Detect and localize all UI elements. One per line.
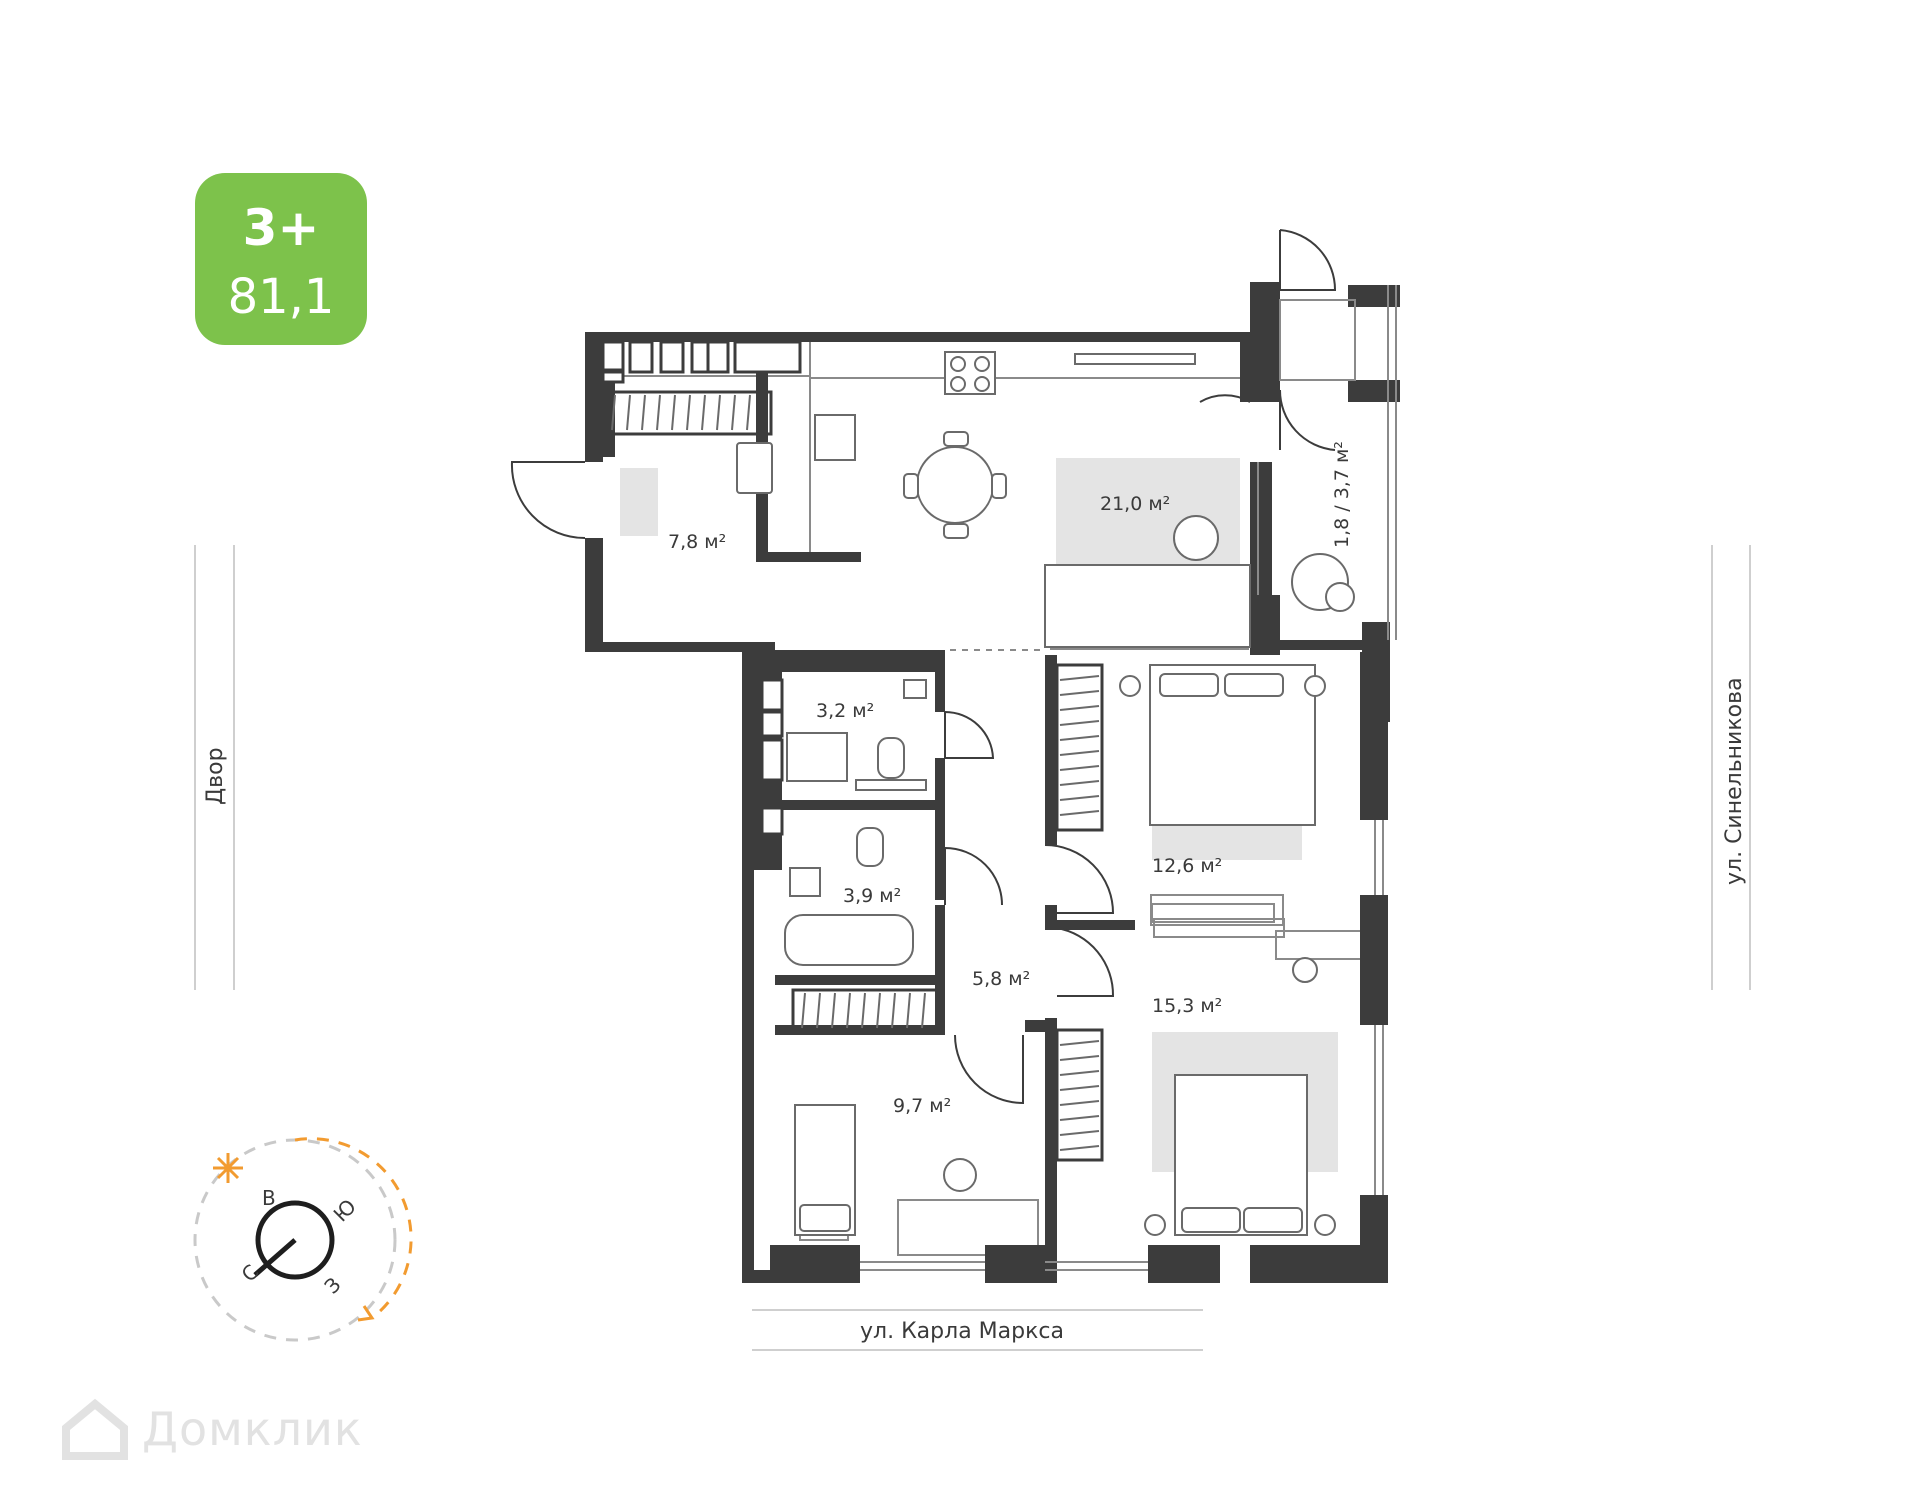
compass-letter-e: В: [262, 1186, 276, 1210]
room-label-bedroom-3: 9,7 м²: [893, 1095, 951, 1117]
compass: В Ю З С: [193, 1137, 413, 1342]
room-labels: 7,8 м² 21,0 м² 3,2 м² 3,9 м² 5,8 м² 12,6…: [668, 441, 1353, 1117]
total-area: 81,1: [227, 269, 335, 325]
street-label-bottom: ул. Карла Маркса: [860, 1319, 1064, 1344]
room-label-corridor: 5,8 м²: [972, 968, 1030, 990]
room-label-bedroom-2: 15,3 м²: [1152, 995, 1222, 1017]
street-label-right: ул. Синельникова: [1722, 677, 1747, 885]
street-label-left: Двор: [203, 747, 228, 805]
compass-letter-n: С: [237, 1260, 264, 1287]
compass-letter-s: Ю: [329, 1194, 361, 1226]
room-label-wc: 3,2 м²: [816, 700, 874, 722]
shelves: [601, 340, 802, 836]
watermark: Домклик: [60, 1398, 363, 1460]
compass-letter-w: З: [320, 1272, 346, 1298]
room-label-hall: 7,8 м²: [668, 531, 726, 553]
watermark-text: Домклик: [142, 1402, 363, 1456]
furniture: [736, 351, 1355, 1236]
house-icon: [62, 1398, 128, 1460]
wardrobes: [601, 390, 1104, 1162]
room-label-kitchen: 21,0 м²: [1100, 493, 1170, 515]
room-label-balcony: 1,8 / 3,7 м²: [1331, 441, 1353, 548]
sun-icon: [213, 1153, 243, 1183]
street-lines: [194, 545, 1751, 1351]
room-count: 3+: [242, 199, 320, 257]
apartment-badge: 3+ 81,1: [195, 173, 367, 345]
walls: [585, 282, 1400, 1283]
room-label-bedroom-1: 12,6 м²: [1152, 855, 1222, 877]
room-label-bathroom: 3,9 м²: [843, 885, 901, 907]
street-labels: Двор ул. Синельникова ул. Карла Маркса: [203, 677, 1747, 1344]
doors: [510, 229, 1337, 1105]
balcony-glazing: [860, 285, 1397, 1271]
